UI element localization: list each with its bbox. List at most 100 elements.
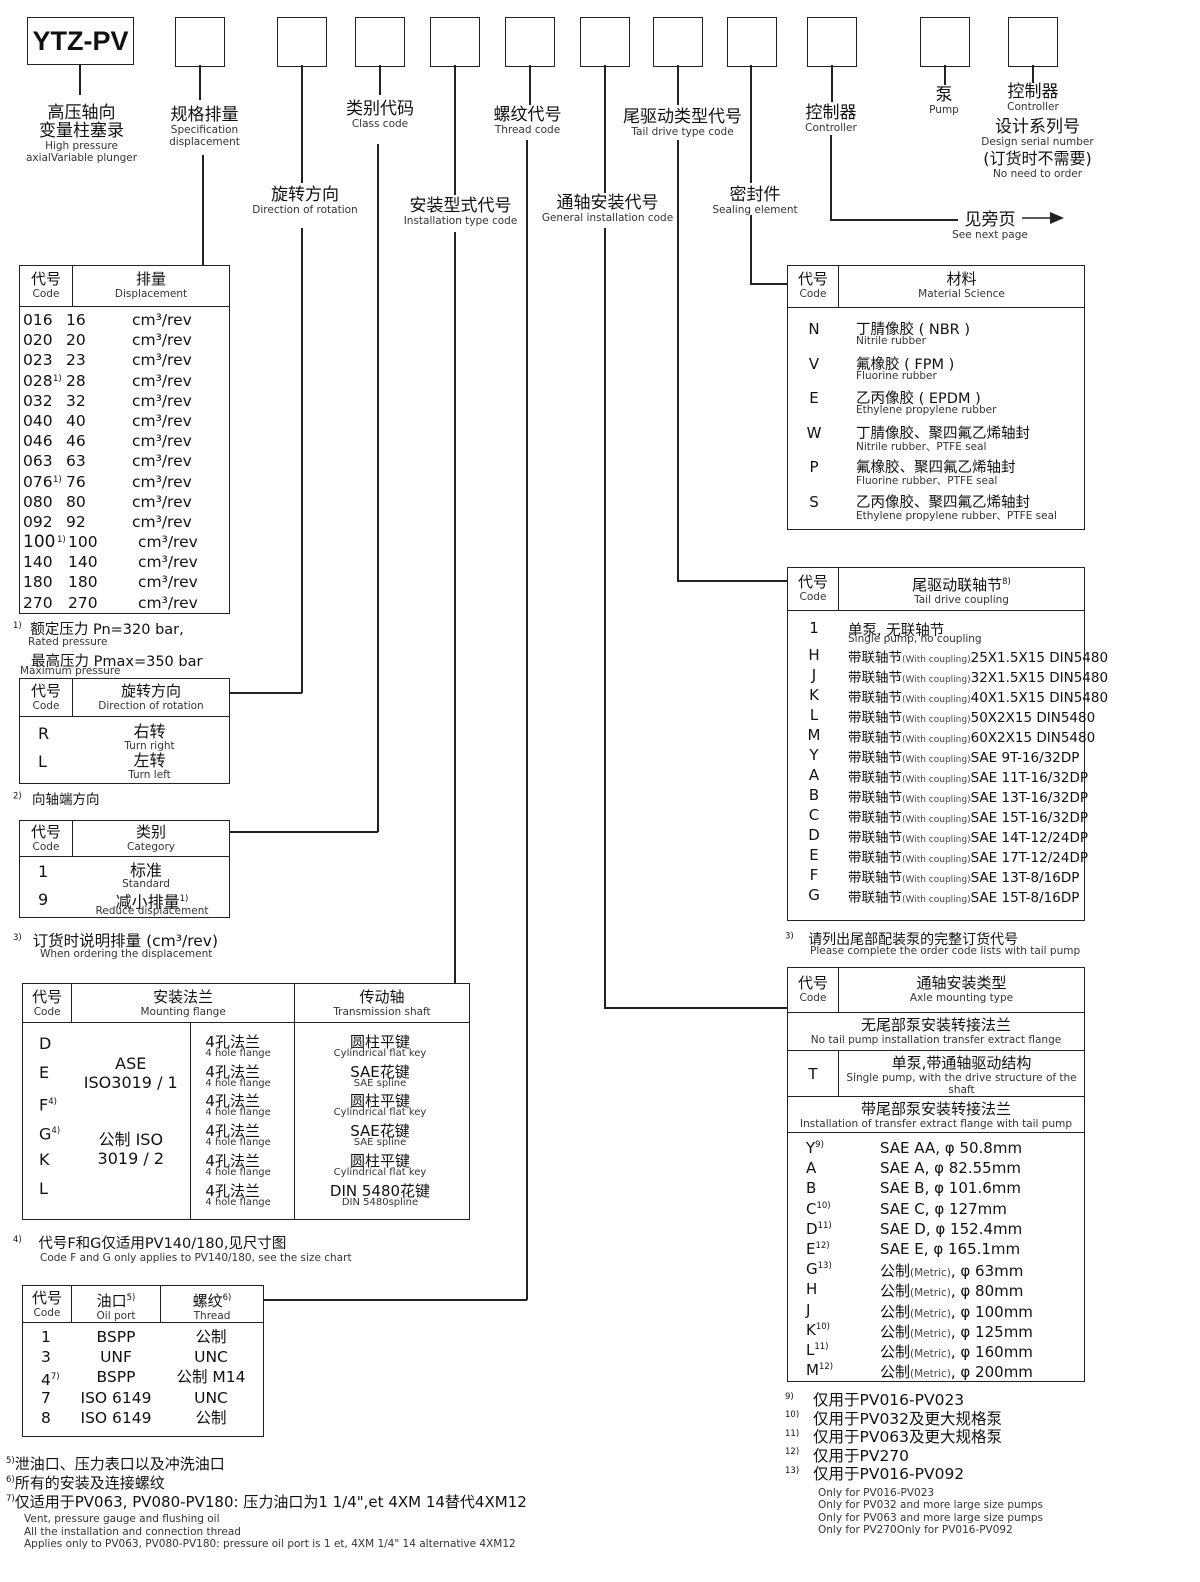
tail-desc: 带联轴节(With coupling)25X1.5X15 DIN5480 xyxy=(848,646,1108,666)
footnote-mark: 13) xyxy=(785,1465,800,1476)
displacement-value: 80 xyxy=(66,492,86,511)
shaft-en: Cylindrical flat key xyxy=(333,1167,427,1178)
material-en: Ethylene propylene rubber、PTFE seal xyxy=(856,509,1057,522)
axle-note-en: Only for PV270Only for PV016-PV092 xyxy=(818,1523,1013,1536)
mount-code-e: E xyxy=(39,1063,50,1082)
connector-line xyxy=(604,1007,787,1009)
axle-desc: 公制(Metric), φ 63mm xyxy=(880,1260,1023,1281)
axle-metric: 公制 xyxy=(880,1342,911,1361)
footnote-mark: 11) xyxy=(785,1428,800,1439)
axle-note-text: 仅用于PV063及更大规格泵 xyxy=(813,1428,1003,1446)
axle-code-text: A xyxy=(806,1159,817,1178)
displacement-value: 23 xyxy=(66,351,86,370)
axle-code-text: B xyxy=(806,1179,817,1198)
category-code-1: 1 xyxy=(38,862,49,881)
connector-line xyxy=(830,219,958,221)
mount-code-l: L xyxy=(39,1179,48,1198)
tail-with-en: (With coupling) xyxy=(902,795,971,805)
label-rotation: 旋转方向 Direction of rotation xyxy=(252,185,358,216)
displacement-code: 076 xyxy=(23,472,53,491)
tail-spec: 40X1.5X15 DIN5480 xyxy=(970,690,1109,706)
connector-line xyxy=(944,65,946,85)
oilport-thread: 公制 xyxy=(195,1408,227,1427)
note-3: 3) 订货时说明排量 (cm³/rev) xyxy=(13,932,218,950)
oilport-code-text: 3 xyxy=(41,1348,51,1367)
axle-code-text: L xyxy=(806,1340,815,1359)
axle-code-text: G xyxy=(806,1260,818,1279)
connector-line xyxy=(1032,65,1034,83)
tail-with: 带联轴节 xyxy=(848,810,902,826)
connector-line xyxy=(202,155,204,267)
label-pump: 泵 Pump xyxy=(929,85,959,116)
axle-metric-en: (Metric) xyxy=(910,1307,951,1320)
tail-code: B xyxy=(808,786,820,804)
oilport-note-text: 泄油口、压力表口以及冲洗油口 xyxy=(14,1455,225,1473)
tail-with-en: (With coupling) xyxy=(902,655,971,665)
displacement-code: 270 xyxy=(23,593,53,612)
axle-code-text: J xyxy=(806,1300,811,1319)
oilport-note: 5)泄油口、压力表口以及冲洗油口 xyxy=(6,1453,225,1474)
tail-with: 带联轴节 xyxy=(848,870,902,886)
material-name: 丁腈像胶 ( NBR ) xyxy=(856,322,971,338)
displacement-unit: cm³/rev xyxy=(138,533,198,552)
oilport-thread: UNC xyxy=(194,1388,228,1407)
displacement-value: 270 xyxy=(68,593,98,612)
tail-with-en: (With coupling) xyxy=(902,695,971,705)
std-iso1: ISO3019 / 1 xyxy=(83,1073,178,1092)
axle-desc: 公制(Metric), φ 80mm xyxy=(880,1280,1023,1301)
shaft-en: Cylindrical flat key xyxy=(333,1048,427,1059)
oilport-thread: UNC xyxy=(194,1348,228,1367)
displacement-value: 16 xyxy=(66,311,86,329)
tail-code: C xyxy=(808,806,820,824)
displacement-value: 32 xyxy=(66,391,86,410)
tail-spec: SAE 14T-12/24DP xyxy=(970,830,1088,846)
shaft-name: 圆柱平键 xyxy=(349,1033,410,1051)
oilport-note-text: 仅适用于PV063, PV080-PV180: 压力油口为1 1/4",et 4… xyxy=(14,1493,527,1511)
flange-en: 4 hole flange xyxy=(205,1078,271,1089)
tail-with: 带联轴节 xyxy=(848,850,902,866)
oilport-code: 3 xyxy=(41,1348,51,1366)
material-name: 乙丙像胶 ( EPDM ) xyxy=(856,391,981,407)
axle-note: 13)仅用于PV016-PV092 xyxy=(785,1462,964,1484)
footnote-mark: 10) xyxy=(785,1410,800,1421)
category-table: 代号 Code 类别 Category 1 标准 Standard 9 减小排量… xyxy=(19,820,230,918)
tail-spec: 60X2X15 DIN5480 xyxy=(970,730,1096,746)
material-name: 氟橡胶、聚四氟乙烯轴封 xyxy=(856,460,1016,476)
tail-with: 带联轴节 xyxy=(848,710,902,726)
note-1: 1) 额定压力 Pn=320 bar, xyxy=(13,621,184,638)
material-en: Fluorine rubber、PTFE seal xyxy=(856,475,998,487)
note-3-en: When ordering the displacement xyxy=(40,948,213,960)
note-4: 4) 代号F和G仅适用PV140/180,见尺寸图 xyxy=(13,1235,287,1252)
tail-with: 带联轴节 xyxy=(848,790,902,806)
tail-desc: 带联轴节(With coupling)SAE 13T-16/32DP xyxy=(848,786,1088,806)
axle-desc: SAE C, φ 127mm xyxy=(880,1200,1007,1218)
connector-line xyxy=(79,65,81,95)
oilport-type: ISO 6149 xyxy=(80,1408,152,1427)
axle-metric-en: (Metric) xyxy=(910,1368,951,1381)
label-install: 安装型式代号 Installation type code xyxy=(403,196,518,227)
displacement-code: 028 xyxy=(23,371,53,390)
connector-line xyxy=(199,65,201,100)
flange-name: 4孔法兰 xyxy=(205,1033,260,1051)
axle-row: K10)公制(Metric), φ 125mm xyxy=(788,1321,1084,1341)
material-name: 氟橡胶 ( FPM ) xyxy=(856,356,955,373)
code-box-tail xyxy=(653,17,703,67)
displacement-code: 092 xyxy=(23,512,53,531)
axle-code: D11) xyxy=(806,1220,832,1238)
tail-desc: 带联轴节(With coupling)SAE 15T-8/16DP xyxy=(848,886,1079,906)
axle-code-t: T xyxy=(808,1064,818,1083)
displacement-value: 20 xyxy=(66,331,86,350)
oilport-code-text: 8 xyxy=(41,1408,51,1427)
connector-line xyxy=(831,65,833,102)
oilport-code-text: 4 xyxy=(41,1371,51,1390)
oilport-type: BSPP xyxy=(96,1368,136,1387)
